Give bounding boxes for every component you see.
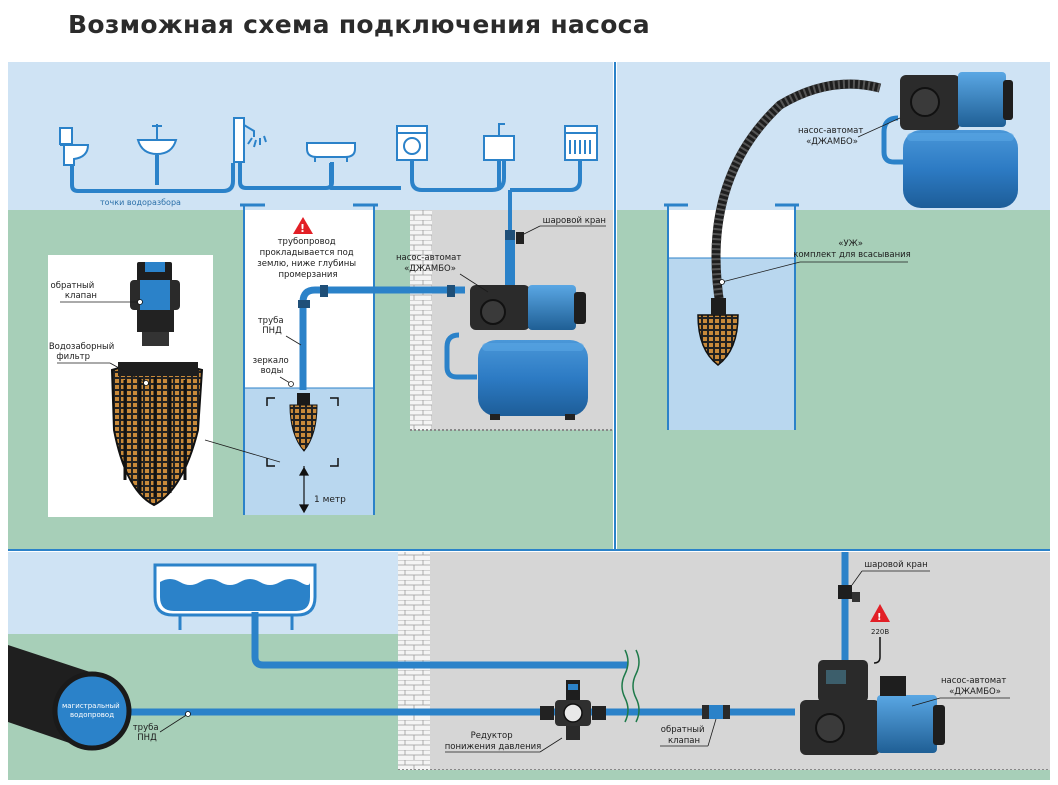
one-meter-label: 1 метр	[314, 495, 346, 505]
ball-valve-label-bottom: шаровой кран	[864, 560, 927, 570]
bathtub-bottom	[153, 563, 317, 630]
warning-icon: !	[293, 217, 313, 235]
reducer-label: Редуктор понижения давления	[445, 731, 542, 752]
check-valve-bottom	[702, 705, 730, 719]
ball-valve-label-top: шаровой кран	[543, 216, 606, 226]
brick-wall	[410, 210, 432, 430]
pipe-pnd-label: труба ПНД	[258, 316, 287, 336]
sink-icon	[136, 124, 178, 156]
filter-callout	[48, 255, 213, 517]
main-water-pipe	[8, 645, 132, 751]
brick-wall-bottom	[398, 552, 430, 770]
washing-machine-icon	[396, 125, 428, 161]
ball-valve-bottom	[838, 585, 852, 599]
voltage-warning-icon: !	[870, 604, 890, 623]
toilet-icon	[59, 127, 90, 166]
pump-unit-right	[881, 72, 1018, 208]
pipe-pnd-bottom-label: труба ПНД	[133, 723, 162, 743]
intake-filter-label: Водозаборный фильтр	[49, 342, 117, 362]
pipe-couplings	[298, 230, 515, 308]
svg-text:!: !	[877, 612, 882, 623]
water-mirror-label: зеркало воды	[253, 356, 292, 376]
kit-uzh-label: «УЖ» комплект для всасывания	[793, 239, 911, 260]
page-title: Возможная схема подключения насоса	[68, 10, 650, 39]
check-valve-bottom-label: обратный клапан	[661, 725, 708, 746]
ball-valve-handle	[516, 232, 524, 244]
check-valve-label: обратный клапан	[51, 281, 98, 301]
pump-unit-bottom	[800, 660, 945, 755]
water-fixtures	[59, 117, 598, 166]
well-filter-right	[697, 298, 739, 366]
suction-hose-ribs	[711, 79, 882, 306]
well-filter-small	[289, 393, 318, 452]
kitchen-sink-icon	[483, 123, 515, 161]
pump-label-right-top: насос-автомат «ДЖАМБО»	[798, 126, 866, 147]
warning-text: трубопровод прокладывается под землю, ни…	[257, 237, 359, 280]
pump-unit-left	[444, 240, 588, 420]
depth-arrow	[298, 466, 310, 514]
main-pipe-label: магистральный водопровод	[62, 702, 122, 719]
dishwasher-icon	[564, 125, 598, 161]
panel-well	[617, 62, 1050, 550]
bathtub-icon	[306, 142, 356, 162]
pipe-break-mark	[621, 649, 640, 723]
pump-label-bottom: насос-автомат «ДЖАМБО»	[941, 676, 1009, 697]
svg-text:!: !	[300, 222, 305, 235]
points-label: точки водоразбора	[100, 198, 181, 207]
voltage-label: 220В	[871, 628, 889, 636]
pump-label-left: насос-автомат «ДЖАМБО»	[396, 253, 464, 274]
pressure-reducer	[540, 680, 606, 740]
